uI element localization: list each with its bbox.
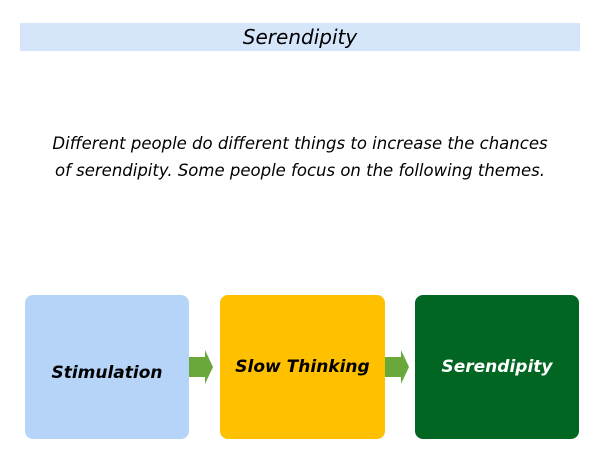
- intro-line-1: Different people do different things to …: [52, 134, 548, 153]
- step-label-serendipity: Serendipity: [441, 357, 553, 377]
- page-title: Serendipity: [242, 25, 358, 49]
- step-box-slow-thinking: Slow Thinking: [220, 295, 385, 439]
- intro-line-2: of serendipity. Some people focus on the…: [54, 161, 546, 180]
- title-bar: Serendipity: [20, 23, 580, 51]
- step-box-serendipity: Serendipity: [415, 295, 579, 439]
- arrow-right-icon: [385, 350, 409, 384]
- step-label-stimulation: Stimulation: [51, 363, 163, 383]
- arrow-right-icon: [189, 350, 213, 384]
- step-box-stimulation: Stimulation: [25, 295, 189, 439]
- intro-text: Different people do different things to …: [40, 130, 560, 184]
- step-label-slow-thinking: Slow Thinking: [235, 357, 370, 377]
